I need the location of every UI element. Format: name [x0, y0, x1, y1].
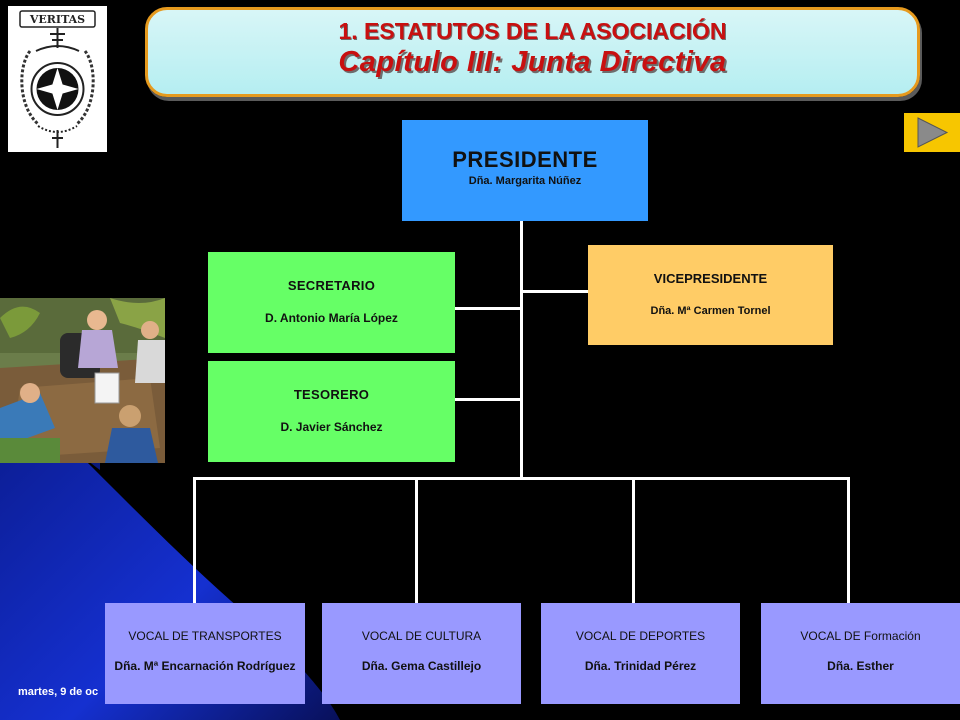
logo-text: VERITAS — [29, 13, 85, 26]
vicepresident-box: VICEPRESIDENTE Dña. Mª Carmen Tornel — [588, 245, 833, 345]
connector-vice — [521, 290, 588, 293]
veritas-emblem-icon: VERITAS — [19, 10, 96, 148]
secretary-role: SECRETARIO — [287, 278, 376, 293]
vocal-name: Dña. Mª Encarnación Rodríguez — [114, 659, 296, 673]
next-slide-button[interactable] — [904, 113, 960, 152]
title-line-2: Capítulo III: Junta Directiva — [338, 46, 727, 78]
slide-title-banner: 1. ESTATUTOS DE LA ASOCIACIÓN Capítulo I… — [145, 7, 920, 97]
connector-trunk — [520, 221, 523, 478]
president-box: PRESIDENTE Dña. Margarita Núñez — [402, 120, 648, 221]
vicepresident-name: Dña. Mª Carmen Tornel — [650, 305, 771, 317]
vocal-name: Dña. Esther — [827, 659, 894, 673]
office-meeting-illustration — [0, 298, 165, 463]
connector-vocal-3 — [632, 477, 635, 603]
title-line-1: 1. ESTATUTOS DE LA ASOCIACIÓN — [338, 18, 727, 44]
play-arrow-icon — [917, 117, 949, 148]
vicepresident-role: VICEPRESIDENTE — [653, 271, 768, 286]
president-role: PRESIDENTE — [452, 147, 598, 172]
vocal-name: Dña. Trinidad Pérez — [584, 659, 697, 673]
connector-vocal-4 — [847, 477, 850, 603]
vocal-box-cultura: VOCAL DE CULTURA Dña. Gema Castillejo — [322, 603, 521, 704]
secretary-name: D. Antonio María López — [265, 311, 398, 325]
connector-vocals-bar — [193, 477, 849, 480]
treasurer-role: TESORERO — [293, 387, 370, 402]
vocal-box-formacion: VOCAL DE Formación Dña. Esther — [761, 603, 960, 704]
secretary-box: SECRETARIO D. Antonio María López — [208, 252, 455, 353]
vocal-box-transportes: VOCAL DE TRANSPORTES Dña. Mª Encarnación… — [105, 603, 305, 704]
connector-vocal-1 — [193, 477, 196, 603]
president-name: Dña. Margarita Núñez — [468, 175, 582, 187]
vocal-role: VOCAL DE Formación — [800, 629, 921, 643]
vocal-role: VOCAL DE DEPORTES — [575, 629, 706, 643]
vocal-role: VOCAL DE TRANSPORTES — [128, 629, 282, 643]
connector-treasurer — [455, 398, 521, 401]
vocal-name: Dña. Gema Castillejo — [361, 659, 482, 673]
treasurer-name: D. Javier Sánchez — [280, 420, 383, 434]
treasurer-box: TESORERO D. Javier Sánchez — [208, 361, 455, 462]
vocal-box-deportes: VOCAL DE DEPORTES Dña. Trinidad Pérez — [541, 603, 740, 704]
connector-vocal-2 — [415, 477, 418, 603]
vocal-role: VOCAL DE CULTURA — [361, 629, 482, 643]
connector-secretary — [455, 307, 521, 310]
footer-date: martes, 9 de oc — [18, 686, 99, 698]
veritas-logo: VERITAS — [8, 6, 107, 152]
